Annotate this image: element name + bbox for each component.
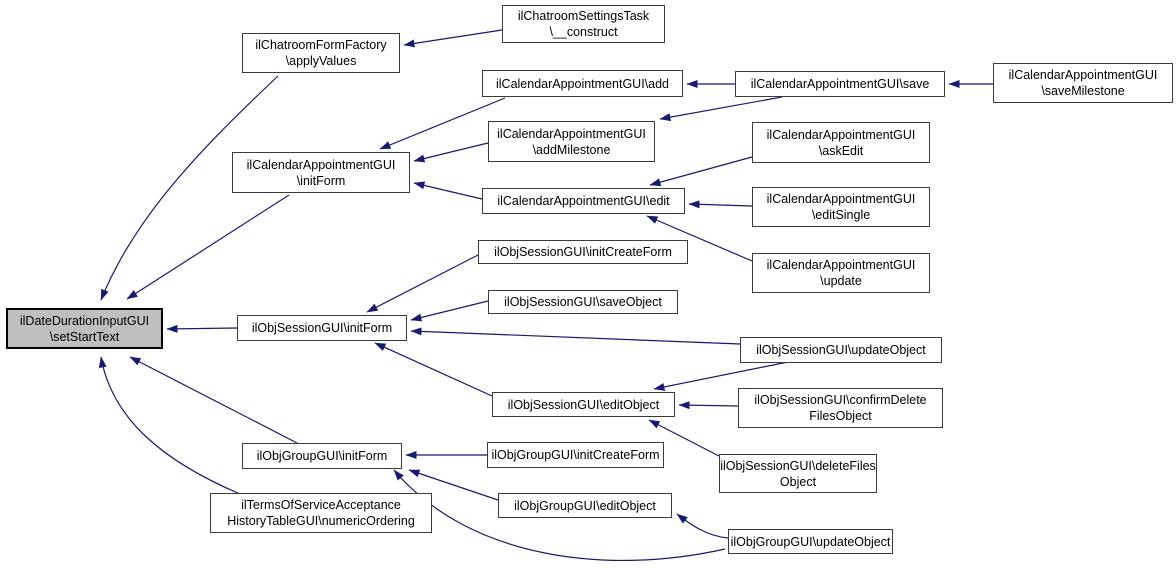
node-label-line: ilCalendarAppointmentGUI\add	[495, 76, 670, 91]
node-label-line: \update	[820, 274, 862, 288]
node-label-line: \editSingle	[811, 208, 871, 222]
node-label-line: HistoryTableGUI\numericOrdering	[227, 514, 415, 528]
node-grpEditObject[interactable]: ilObjGroupGUI\editObject	[498, 493, 672, 518]
edge-sessDeleteFiles-to-sessEditObject	[648, 419, 720, 457]
edge-sessUpdateObject-to-sessInitForm	[410, 327, 741, 345]
node-label-line: \addMilestone	[532, 142, 611, 157]
node-label-line: \askEdit	[818, 143, 864, 158]
edge-grpEditObject-to-grpInitForm	[408, 469, 499, 501]
node-label-line: ilObjSessionGUI\updateObject	[756, 343, 926, 357]
node-sessInitForm[interactable]: ilObjSessionGUI\initForm	[237, 315, 407, 341]
node-label-line: ilObjGroupGUI\initForm	[256, 449, 388, 463]
node-label-line: ilObjGroupGUI\editObject	[514, 498, 656, 513]
node-label-line: \applyValues	[285, 54, 357, 68]
edge-sessUpdateObject-to-sessEditObject	[653, 361, 789, 391]
edge-calUpdate-to-calEdit	[646, 215, 753, 262]
node-label-line: ilTermsOfServiceAcceptance	[241, 498, 401, 512]
node-label-line: \saveMilestone	[1041, 84, 1125, 98]
node-label-line: ilCalendarAppointmentGUI	[766, 258, 916, 272]
edge-terms-to-setStartText	[98, 356, 241, 495]
node-label-line: ilObjSessionGUI\saveObject	[504, 295, 662, 309]
node-calAskEdit[interactable]: ilCalendarAppointmentGUI\askEdit	[752, 122, 930, 163]
edge-sessConfirmDelete-to-sessEditObject	[678, 401, 739, 410]
edge-applyValues-to-setStartText	[100, 75, 279, 301]
node-calSave[interactable]: ilCalendarAppointmentGUI\save	[735, 71, 945, 97]
node-sessSaveObject[interactable]: ilObjSessionGUI\saveObject	[488, 290, 678, 314]
node-label-line: ilCalendarAppointmentGUI\edit	[497, 194, 670, 208]
edge-sessInitCreateForm-to-sessInitForm	[366, 254, 479, 313]
node-calUpdate[interactable]: ilCalendarAppointmentGUI \update	[752, 253, 930, 293]
edge-sessSaveObject-to-sessInitForm	[410, 300, 489, 322]
edge-sessInitForm-to-setStartText	[166, 324, 238, 333]
node-label-line: FilesObject	[809, 409, 872, 423]
node-grpInitForm[interactable]: ilObjGroupGUI\initForm	[242, 443, 402, 469]
node-label-line: ilChatroomSettingsTask	[517, 9, 650, 23]
node-calAdd[interactable]: ilCalendarAppointmentGUI\add	[482, 70, 683, 97]
node-grpUpdateObject[interactable]: ilObjGroupGUI\updateObject	[728, 529, 893, 554]
node-setStartText: ilDateDurationInputGUI\setStartText	[6, 308, 163, 349]
node-calEditSingle[interactable]: ilCalendarAppointmentGUI \editSingle	[752, 187, 930, 227]
node-label-line: Object	[779, 474, 817, 489]
node-label-line: ilCalendarAppointmentGUI\save	[750, 77, 930, 91]
node-grpInitCreateForm[interactable]: ilObjGroupGUI\initCreateForm	[487, 442, 664, 468]
edge-calInitForm-to-setStartText	[126, 194, 290, 300]
node-sessEditObject[interactable]: ilObjSessionGUI\editObject	[492, 392, 675, 417]
node-calInitForm[interactable]: ilCalendarAppointmentGUI\initForm	[232, 152, 410, 193]
node-label-line: \initForm	[296, 173, 346, 188]
node-label-line: ilChatroomFormFactory	[255, 38, 387, 52]
node-label-line: ilObjSessionGUI\confirmDelete	[754, 393, 927, 407]
node-label-line: \__construct	[549, 25, 618, 39]
node-label-line: ilObjSessionGUI\editObject	[507, 397, 660, 412]
edge-sessEditObject-to-sessInitForm	[374, 342, 493, 397]
edge-calAddMilestone-to-calInitForm	[413, 142, 489, 163]
node-calSaveMilestone[interactable]: ilCalendarAppointmentGUI \saveMilestone	[993, 63, 1173, 103]
node-label-line: ilCalendarAppointmentGUI	[246, 157, 396, 172]
node-calAddMilestone[interactable]: ilCalendarAppointmentGUI\addMilestone	[488, 121, 655, 162]
node-calEdit[interactable]: ilCalendarAppointmentGUI\edit	[482, 188, 685, 214]
node-label-line: ilCalendarAppointmentGUI	[1008, 68, 1158, 82]
node-label-line: ilCalendarAppointmentGUI	[497, 126, 646, 141]
node-label-line: ilCalendarAppointmentGUI	[766, 127, 916, 142]
edge-calAdd-to-calInitForm	[379, 97, 506, 150]
edge-calEdit-to-calInitForm	[413, 181, 483, 200]
node-label-line: ilObjSessionGUI\initCreateForm	[494, 245, 672, 259]
edge-grpUpdateObject-to-grpEditObject	[676, 513, 729, 539]
edge-calAskEdit-to-calEdit	[649, 156, 753, 187]
node-applyValues[interactable]: ilChatroomFormFactory \applyValues	[242, 33, 400, 73]
node-label-line: ilObjGroupGUI\initCreateForm	[491, 448, 660, 462]
edge-calEditSingle-to-calEdit	[688, 200, 753, 209]
edge-calSave-to-calAddMilestone	[659, 96, 783, 122]
node-sessUpdateObject[interactable]: ilObjSessionGUI\updateObject	[740, 337, 942, 363]
node-label-line: ilCalendarAppointmentGUI	[766, 192, 916, 206]
node-label-line: ilDateDurationInputGUI	[19, 313, 150, 328]
node-label-line: ilObjGroupGUI\updateObject	[730, 534, 891, 549]
node-label-line: \setStartText	[49, 329, 120, 344]
node-chatroomConstruct[interactable]: ilChatroomSettingsTask \__construct	[502, 5, 665, 43]
node-sessInitCreateForm[interactable]: ilObjSessionGUI\initCreateForm	[478, 240, 688, 264]
node-label-line: ilObjSessionGUI\initForm	[251, 321, 393, 335]
edge-chatroomConstruct-to-applyValues	[403, 29, 503, 48]
edge-grpInitForm-to-setStartText	[129, 356, 298, 444]
node-label-line: ilObjSessionGUI\deleteFiles	[720, 458, 876, 473]
